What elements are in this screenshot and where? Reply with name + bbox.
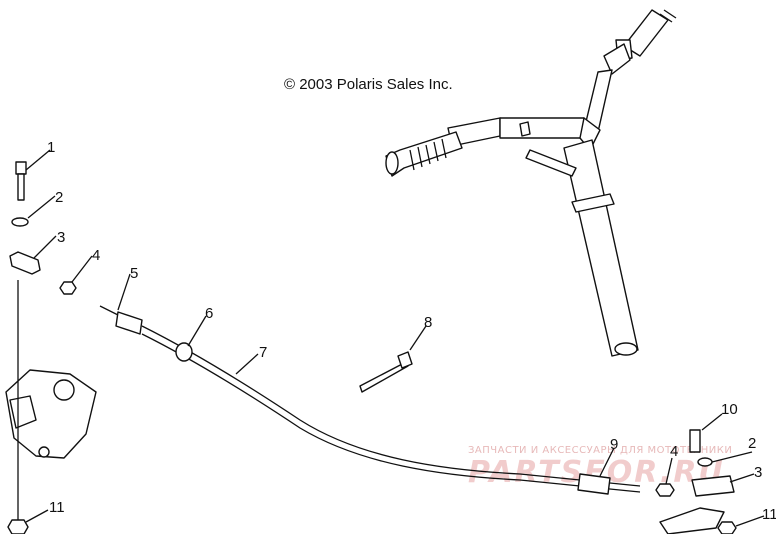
callout-9: 9 — [610, 436, 618, 453]
callout-11: 11 — [49, 499, 65, 516]
bolt-part — [689, 429, 701, 453]
callout-2: 2 — [748, 435, 756, 452]
washer-part — [11, 217, 29, 227]
throttle-cable-part — [99, 305, 641, 495]
callout-5: 5 — [130, 265, 138, 282]
mounting-plate-part — [659, 507, 725, 534]
callout-3: 3 — [57, 229, 65, 246]
watermark-caption: ЗАПЧАСТИ И АКСЕССУАРЫ ДЛЯ МОТОТЕХНИКИ — [468, 445, 732, 456]
copyright-notice: © 2003 Polaris Sales Inc. — [284, 76, 453, 93]
nut-part — [59, 281, 77, 295]
callout-1: 1 — [47, 139, 55, 156]
callout-2: 2 — [55, 189, 63, 206]
cable-bracket-part — [9, 251, 41, 275]
nut-part — [7, 519, 29, 534]
callout-11: 11 — [762, 506, 776, 523]
nut-part — [717, 521, 737, 534]
leader-lines — [25, 149, 765, 527]
nut-part — [655, 483, 675, 497]
callout-4: 4 — [92, 247, 100, 264]
washer-part — [697, 457, 713, 467]
handlebar-assembly — [385, 9, 677, 357]
callout-6: 6 — [205, 305, 213, 322]
bolt-part — [15, 161, 27, 201]
callout-10: 10 — [721, 401, 738, 418]
callout-3: 3 — [754, 464, 762, 481]
callout-7: 7 — [259, 344, 267, 361]
callout-8: 8 — [424, 314, 432, 331]
cable-bracket-part — [691, 475, 735, 497]
callout-4: 4 — [670, 443, 678, 460]
throttle-housing-part — [5, 369, 97, 459]
